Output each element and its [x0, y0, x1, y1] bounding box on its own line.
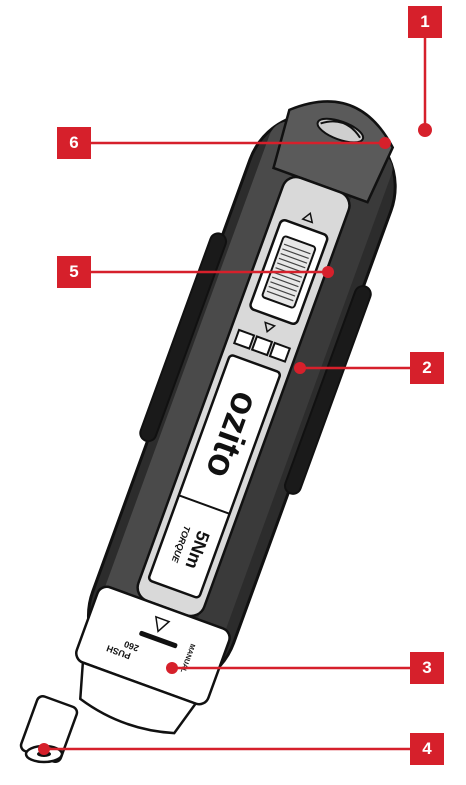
- leader-lines: [44, 37, 427, 751]
- tool-nose: [78, 660, 198, 735]
- dot-1: [418, 123, 432, 137]
- bit-holder: [19, 695, 79, 764]
- arrow-down-icon: [264, 321, 277, 333]
- callout-6: 6: [57, 127, 91, 159]
- leader-dots: [38, 123, 432, 755]
- collar-slot: [139, 630, 178, 649]
- callout-4: 4: [410, 733, 444, 765]
- collar-model: 260: [123, 639, 141, 654]
- handle-light-ring: [320, 120, 361, 139]
- switch-ridges: [266, 243, 311, 302]
- dot-3: [166, 662, 178, 674]
- callout-2: 2: [410, 352, 444, 384]
- body-shade: [97, 121, 309, 632]
- tool-body: ozito 5Nm TORQUE PUSH 260 MANUAL: [75, 100, 397, 735]
- dot-6: [379, 137, 391, 149]
- indicator-lights: [232, 328, 292, 363]
- top-cap: [272, 100, 395, 204]
- callout-5: 5: [57, 256, 91, 288]
- arrow-up-icon: [301, 211, 314, 224]
- callout-1: 1: [408, 6, 442, 38]
- label-area: [147, 354, 282, 599]
- dot-5: [322, 266, 334, 278]
- collar-arrow-icon: [154, 615, 171, 633]
- dot-2: [294, 362, 306, 374]
- grip-right: [283, 285, 372, 495]
- grip-left: [139, 232, 228, 443]
- dot-4: [38, 743, 50, 755]
- body-highlight: [188, 153, 393, 663]
- callout-3: 3: [410, 652, 444, 684]
